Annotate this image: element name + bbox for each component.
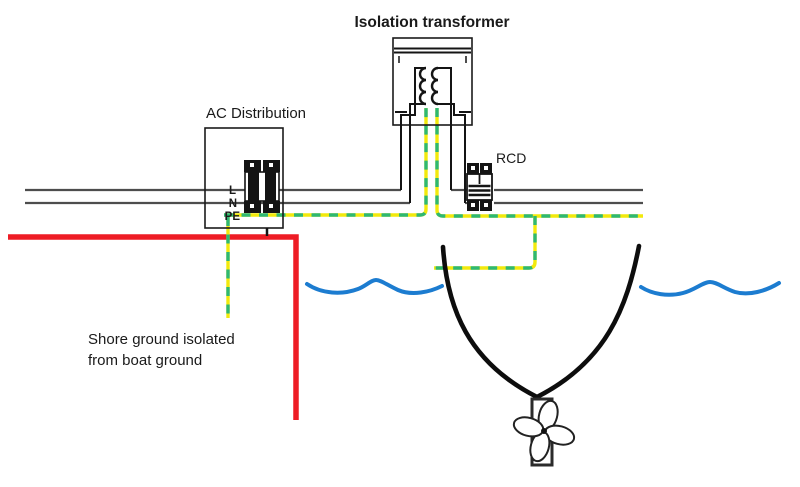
shore-ground-note-line2: from boat ground: [88, 352, 202, 369]
primary-lead-live: [400, 67, 426, 190]
terminal-screw: [269, 204, 273, 208]
isolation-transformer-label: Isolation transformer: [354, 14, 509, 31]
breaker-pole: [248, 172, 259, 201]
secondary-lead-live: [438, 67, 452, 190]
terminal-label-live: L: [229, 185, 236, 197]
boat-ground-bond-dashes: [434, 216, 537, 270]
terminal-screw: [484, 203, 488, 207]
shore-dock-structure: [8, 234, 299, 420]
ac-distribution-label: AC Distribution: [206, 105, 306, 122]
propeller-hub: [541, 428, 547, 434]
rcd-unit: [466, 163, 493, 211]
boat-hull: [440, 243, 642, 400]
boat-pe-dashes: [435, 108, 643, 218]
isolation-transformer-unit: [392, 37, 473, 203]
terminal-screw: [250, 163, 254, 167]
mounting-ticks: [398, 56, 467, 63]
terminal-label-neutral: N: [229, 198, 237, 210]
terminal-screw: [250, 204, 254, 208]
primary-coil: [418, 66, 427, 106]
boat-hull-group: [440, 243, 642, 467]
waterline-left: [305, 277, 444, 295]
waterline: [305, 277, 781, 297]
isolation-transformer-box: [392, 37, 473, 126]
waterline-right: [639, 279, 781, 297]
shore-breaker-icon: [244, 160, 280, 213]
terminal-screw: [471, 203, 475, 207]
rcd-test-bars: [468, 184, 491, 197]
breaker-pole: [265, 172, 276, 201]
mounting-bar: [394, 47, 471, 54]
boat-ground-bond-base: [434, 216, 537, 270]
shore-pe-dashes: [224, 108, 428, 217]
boat-pe-wire: [434, 108, 643, 270]
rcd-label: RCD: [496, 150, 526, 166]
secondary-coil: [430, 66, 439, 106]
primary-lead-neutral: [409, 103, 426, 203]
terminal-label-pe: PE: [225, 211, 241, 223]
terminal-screw: [484, 166, 488, 170]
shore-pe-wire: [224, 108, 428, 318]
ac-distribution-panel: [204, 127, 284, 236]
ac-distribution-box: [204, 127, 284, 229]
propeller-icon: [512, 399, 576, 463]
shore-ground-note-line1: Shore ground isolated: [88, 331, 235, 348]
shore-power-wires: [25, 188, 410, 205]
secondary-lead-neutral: [438, 103, 466, 203]
terminal-screw: [471, 166, 475, 170]
terminal-screw: [269, 163, 273, 167]
